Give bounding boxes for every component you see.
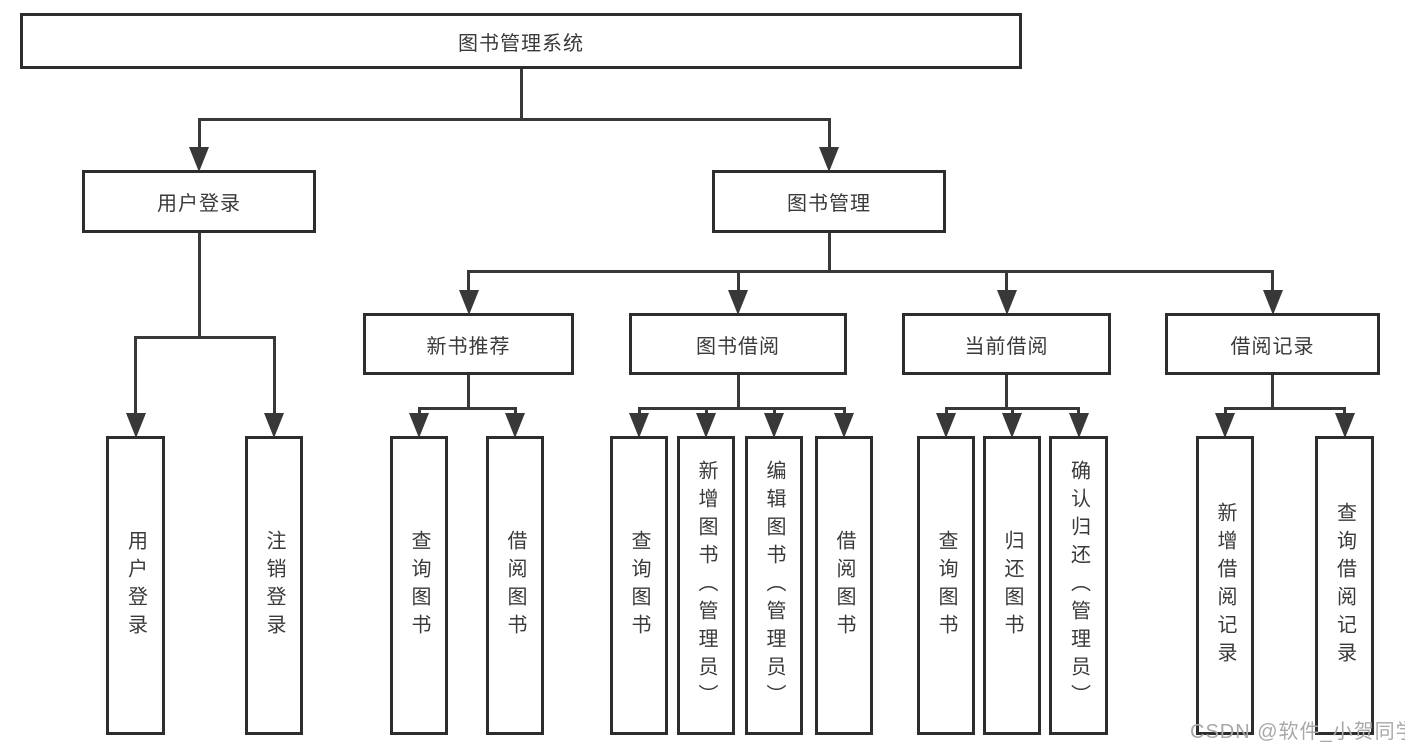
node-label: 新增借阅记录 bbox=[1214, 501, 1236, 670]
connector-line bbox=[1271, 375, 1274, 410]
node-label: 归还图书 bbox=[1001, 529, 1023, 642]
connector-line bbox=[1271, 270, 1274, 292]
node-label: 当前借阅 bbox=[964, 335, 1049, 358]
node-root: 图书管理系统 bbox=[20, 13, 1022, 69]
node-book-mgmt: 图书管理 bbox=[712, 170, 946, 233]
connector-line bbox=[637, 407, 846, 410]
connector-line bbox=[134, 336, 276, 339]
connector-line bbox=[197, 118, 201, 149]
arrow-down-icon bbox=[629, 413, 649, 438]
node-leaf-return: 归还图书 bbox=[983, 436, 1041, 735]
node-user-login: 用户登录 bbox=[82, 170, 316, 233]
node-label: 用户登录 bbox=[157, 193, 241, 215]
arrow-down-icon bbox=[409, 413, 429, 438]
node-cur-borrow: 当前借阅 bbox=[902, 313, 1111, 375]
connector-line bbox=[1343, 407, 1346, 415]
connector-line bbox=[417, 407, 421, 415]
arrow-down-icon bbox=[125, 413, 146, 438]
arrow-down-icon bbox=[189, 147, 209, 172]
arrow-down-icon bbox=[505, 413, 525, 438]
arrow-down-icon bbox=[728, 290, 748, 315]
node-label: 查询借阅记录 bbox=[1333, 501, 1356, 670]
node-label: 图书借阅 bbox=[696, 335, 780, 358]
node-leaf-query3: 查询图书 bbox=[917, 436, 975, 735]
connector-line bbox=[134, 336, 137, 415]
connector-line bbox=[519, 69, 523, 121]
arrow-down-icon bbox=[936, 413, 956, 438]
arrow-down-icon bbox=[264, 413, 284, 438]
connector-line bbox=[513, 407, 517, 415]
connector-line bbox=[1005, 270, 1008, 292]
arrow-down-icon bbox=[1262, 290, 1283, 315]
node-leaf-query2: 查询图书 bbox=[610, 436, 668, 735]
node-leaf-query1: 查询图书 bbox=[390, 436, 448, 735]
arrow-down-icon bbox=[834, 413, 854, 438]
node-leaf-query-rec: 查询借阅记录 bbox=[1315, 436, 1374, 735]
connector-line bbox=[704, 407, 708, 415]
node-label: 用户登录 bbox=[124, 529, 147, 642]
node-label: 借阅图书 bbox=[833, 529, 855, 642]
node-label: 新增图书（管理员） bbox=[695, 459, 717, 712]
node-label: 借阅图书 bbox=[504, 529, 526, 642]
connector-line bbox=[1010, 407, 1014, 415]
connector-line bbox=[1005, 375, 1008, 410]
arrow-down-icon bbox=[819, 147, 839, 172]
node-label: 编辑图书（管理员） bbox=[763, 459, 785, 712]
watermark: CSDN @软件_小贺同学 bbox=[1190, 721, 1405, 743]
node-label: 查询图书 bbox=[628, 529, 650, 642]
connector-line bbox=[467, 270, 1274, 273]
connector-line bbox=[944, 407, 948, 415]
node-leaf-borrow1: 借阅图书 bbox=[486, 436, 544, 735]
node-leaf-confirm: 确认归还（管理员） bbox=[1049, 436, 1108, 735]
node-new-book-rec: 新书推荐 bbox=[363, 313, 574, 375]
connector-line bbox=[736, 375, 740, 410]
connector-line bbox=[637, 407, 641, 415]
connector-line bbox=[197, 233, 201, 339]
arrow-down-icon bbox=[1334, 413, 1355, 438]
node-borrow-recs: 借阅记录 bbox=[1165, 313, 1380, 375]
connector-line bbox=[827, 233, 831, 273]
node-label: 查询图书 bbox=[935, 529, 957, 642]
node-label: 确认归还（管理员） bbox=[1067, 459, 1090, 712]
node-book-borrow: 图书借阅 bbox=[629, 313, 847, 375]
arrow-down-icon bbox=[764, 413, 784, 438]
node-leaf-login: 用户登录 bbox=[106, 436, 165, 735]
connector-line bbox=[467, 270, 470, 292]
connector-line bbox=[842, 407, 846, 415]
connector-line bbox=[772, 407, 776, 415]
arrow-down-icon bbox=[458, 290, 479, 315]
connector-line bbox=[736, 270, 740, 292]
arrow-down-icon bbox=[1002, 413, 1022, 438]
node-leaf-add-book: 新增图书（管理员） bbox=[677, 436, 735, 735]
node-leaf-edit-book: 编辑图书（管理员） bbox=[745, 436, 803, 735]
node-leaf-logout: 注销登录 bbox=[245, 436, 303, 735]
connector-line bbox=[1077, 407, 1080, 415]
node-label: 注销登录 bbox=[263, 529, 285, 642]
arrow-down-icon bbox=[996, 290, 1017, 315]
connector-line bbox=[272, 336, 276, 415]
arrow-down-icon bbox=[1215, 413, 1235, 438]
node-leaf-add-rec: 新增借阅记录 bbox=[1196, 436, 1254, 735]
node-leaf-borrow2: 借阅图书 bbox=[815, 436, 873, 735]
node-label: 借阅记录 bbox=[1230, 335, 1315, 358]
arrow-down-icon bbox=[1068, 413, 1089, 438]
node-label: 查询图书 bbox=[408, 529, 430, 642]
connector-line bbox=[417, 407, 517, 410]
arrow-down-icon bbox=[696, 413, 716, 438]
node-label: 图书管理系统 bbox=[458, 32, 584, 55]
connector-line bbox=[827, 118, 831, 149]
node-label: 新书推荐 bbox=[426, 335, 511, 358]
connector-line bbox=[1223, 407, 1227, 415]
connector-line bbox=[1223, 407, 1346, 410]
connector-line bbox=[467, 375, 470, 410]
node-label: 图书管理 bbox=[787, 193, 871, 215]
connector-line bbox=[197, 118, 831, 121]
